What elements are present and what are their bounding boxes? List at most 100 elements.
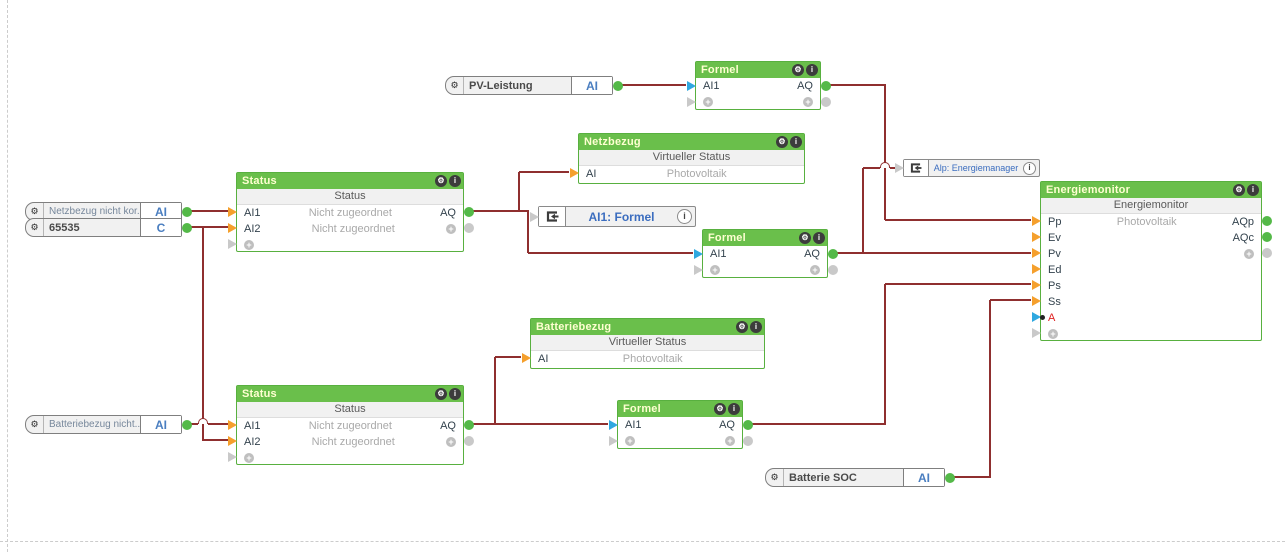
gear-icon[interactable]: ⚙ (1233, 184, 1245, 196)
add-input-button[interactable]: + (244, 453, 254, 463)
input-connector[interactable] (1032, 280, 1041, 290)
info-icon[interactable]: i (1247, 184, 1259, 196)
gear-icon[interactable]: ⚙ (26, 219, 44, 236)
block-header[interactable]: Energiemonitor ⚙ i (1041, 182, 1261, 198)
input-connector[interactable] (228, 420, 237, 430)
add-input-button[interactable]: + (703, 97, 713, 107)
info-icon[interactable]: i (677, 209, 692, 224)
output-connector[interactable] (945, 472, 955, 483)
input-connector[interactable] (1032, 232, 1041, 242)
spare-input-connector[interactable] (228, 452, 237, 462)
block-header[interactable]: Batteriebezug ⚙ i (531, 319, 764, 335)
input-connector[interactable] (1032, 296, 1041, 306)
block-header[interactable]: Formel ⚙ i (618, 401, 742, 417)
input-connector[interactable] (228, 207, 237, 217)
output-connector[interactable] (182, 419, 192, 430)
input-connector[interactable] (522, 353, 531, 363)
spare-output-connector[interactable] (464, 223, 474, 233)
block-formel-top[interactable]: Formel ⚙ i AI1 AQ + + (687, 61, 831, 110)
reference-alp-energiemanager[interactable]: Alp: Energiemanager i (895, 159, 1040, 177)
spare-output-connector[interactable] (743, 436, 753, 446)
input-connector[interactable] (609, 420, 618, 430)
input-capsule-batteriebezug-nicht[interactable]: ⚙ Batteriebezug nicht... AI (25, 415, 192, 434)
block-status-top[interactable]: Status ⚙ i Status AI1 Nicht zugeordnet A… (228, 172, 474, 252)
block-batteriebezug[interactable]: Batteriebezug ⚙ i Virtueller Status AI P… (522, 318, 765, 369)
add-input-button[interactable]: + (710, 265, 720, 275)
input-connector-alarm[interactable] (1032, 312, 1041, 322)
info-icon[interactable]: i (449, 175, 461, 187)
block-energiemonitor[interactable]: Energiemonitor ⚙ i Energiemonitor Pp Pho… (1032, 181, 1272, 341)
block-status-bottom[interactable]: Status ⚙ i Status AI1 Nicht zugeordnet A… (228, 385, 474, 465)
info-icon[interactable]: i (449, 388, 461, 400)
add-output-button[interactable]: + (1244, 249, 1254, 259)
spare-input-connector[interactable] (694, 265, 703, 275)
output-connector[interactable] (743, 420, 753, 430)
add-output-button[interactable]: + (446, 224, 456, 234)
input-connector[interactable] (687, 81, 696, 91)
output-connector[interactable] (182, 222, 192, 233)
gear-icon[interactable]: ⚙ (435, 175, 447, 187)
block-netzbezug[interactable]: Netzbezug ⚙ i Virtueller Status AI Photo… (570, 133, 805, 184)
add-output-button[interactable]: + (725, 436, 735, 446)
reference-connector[interactable] (895, 163, 904, 173)
gear-icon[interactable]: ⚙ (736, 321, 748, 333)
gear-icon[interactable]: ⚙ (446, 77, 464, 94)
output-connector[interactable] (613, 80, 623, 91)
reference-connector[interactable] (530, 211, 539, 222)
block-header[interactable]: Status ⚙ i (237, 173, 463, 189)
info-icon[interactable]: i (728, 403, 740, 415)
gear-icon[interactable]: ⚙ (26, 416, 44, 433)
output-connector[interactable] (1262, 232, 1272, 242)
gear-icon[interactable]: ⚙ (714, 403, 726, 415)
output-connector[interactable] (182, 206, 192, 217)
block-header[interactable]: Formel ⚙ i (703, 230, 827, 246)
spare-input-connector[interactable] (228, 239, 237, 249)
add-output-button[interactable]: + (446, 437, 456, 447)
block-header[interactable]: Netzbezug ⚙ i (579, 134, 804, 150)
output-connector[interactable] (464, 207, 474, 217)
input-connector[interactable] (1032, 248, 1041, 258)
info-icon[interactable]: i (813, 232, 825, 244)
output-connector[interactable] (1262, 216, 1272, 226)
input-capsule-pv-leistung[interactable]: ⚙ PV-Leistung AI (445, 76, 623, 95)
input-connector[interactable] (1032, 264, 1041, 274)
output-connector[interactable] (464, 420, 474, 430)
add-output-button[interactable]: + (810, 265, 820, 275)
spare-output-connector[interactable] (464, 436, 474, 446)
gear-icon[interactable]: ⚙ (776, 136, 788, 148)
output-connector[interactable] (828, 249, 838, 259)
input-connector[interactable] (1032, 216, 1041, 226)
input-connector[interactable] (228, 436, 237, 446)
info-icon[interactable]: i (1023, 161, 1036, 175)
add-input-button[interactable]: + (244, 240, 254, 250)
spare-output-connector[interactable] (828, 265, 838, 275)
gear-icon[interactable]: ⚙ (26, 203, 44, 220)
block-formel-mid[interactable]: Formel ⚙ i AI1 AQ + + (694, 229, 838, 278)
block-formel-bottom[interactable]: Formel ⚙ i AI1 AQ + + (609, 400, 753, 449)
gear-icon[interactable]: ⚙ (766, 469, 784, 486)
input-capsule-batterie-soc[interactable]: ⚙ Batterie SOC AI (765, 468, 955, 487)
block-header[interactable]: Status ⚙ i (237, 386, 463, 402)
gear-icon[interactable]: ⚙ (435, 388, 447, 400)
add-input-button[interactable]: + (625, 436, 635, 446)
spare-input-connector[interactable] (609, 436, 618, 446)
input-capsule-netzbezug-nicht[interactable]: ⚙ Netzbezug nicht kor... AI (25, 202, 192, 221)
add-output-button[interactable]: + (803, 97, 813, 107)
info-icon[interactable]: i (750, 321, 762, 333)
block-header[interactable]: Formel ⚙ i (696, 62, 820, 78)
input-capsule-65535[interactable]: ⚙ 65535 C (25, 218, 192, 237)
gear-icon[interactable]: ⚙ (792, 64, 804, 76)
info-icon[interactable]: i (806, 64, 818, 76)
input-connector[interactable] (694, 249, 703, 259)
add-input-button[interactable]: + (1048, 329, 1058, 339)
gear-icon[interactable]: ⚙ (799, 232, 811, 244)
spare-input-connector[interactable] (1032, 328, 1041, 338)
output-connector[interactable] (821, 81, 831, 91)
spare-output-connector[interactable] (1262, 248, 1272, 258)
spare-output-connector[interactable] (821, 97, 831, 107)
input-connector[interactable] (570, 168, 579, 178)
info-icon[interactable]: i (790, 136, 802, 148)
input-connector[interactable] (228, 223, 237, 233)
reference-ai1-formel[interactable]: AI1: Formel i (530, 206, 696, 227)
